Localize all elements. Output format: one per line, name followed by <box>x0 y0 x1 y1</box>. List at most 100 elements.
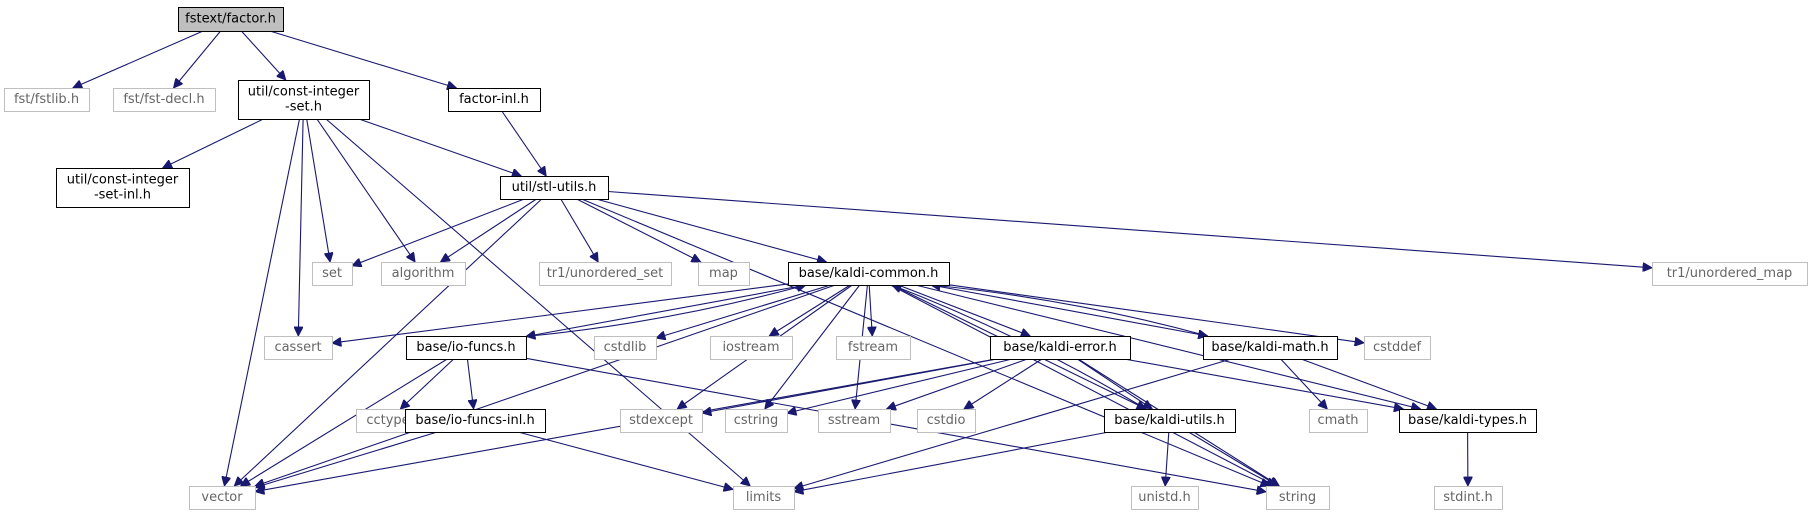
node-box-cisinl <box>56 168 190 208</box>
node-label-algorithm: algorithm <box>392 266 455 281</box>
edge-stl-to-tr1uset <box>560 198 598 262</box>
node-types[interactable]: base/kaldi-types.h <box>1399 409 1537 433</box>
node-fstdecl: fst/fst-decl.h <box>113 88 216 112</box>
node-box-algorithm <box>381 262 466 286</box>
edge-common-to-cstring <box>765 284 861 409</box>
node-cisinl[interactable]: util/const-integer-set-inl.h <box>56 168 190 208</box>
edge-utils-to-limits <box>794 431 1110 492</box>
node-label-iostream: iostream <box>722 340 779 355</box>
edge-stl-to-string <box>581 198 1270 486</box>
node-iofuncsinl[interactable]: base/io-funcs-inl.h <box>405 409 546 433</box>
node-box-vector <box>189 486 256 510</box>
node-label-cmath: cmath <box>1317 413 1358 428</box>
node-fstlib: fst/fstlib.h <box>4 88 90 112</box>
node-label-cisinl-line1: util/const-integer <box>67 173 179 188</box>
node-box-unistd <box>1131 486 1199 510</box>
node-math[interactable]: base/kaldi-math.h <box>1203 336 1338 360</box>
node-vector: vector <box>189 486 256 510</box>
edge-iofuncsinl-to-limits <box>517 431 733 489</box>
node-label-string: string <box>1279 490 1316 505</box>
node-cstddef: cstddef <box>1364 336 1431 360</box>
node-box-common <box>788 262 950 286</box>
node-cis[interactable]: util/const-integer-set.h <box>238 80 370 120</box>
node-label-cisinl-line2: -set-inl.h <box>94 188 151 203</box>
edge-iofuncs-to-vector <box>241 358 448 486</box>
node-tr1umap: tr1/unordered_map <box>1652 262 1808 286</box>
node-box-stdexcept <box>620 409 703 433</box>
node-label-types: base/kaldi-types.h <box>1408 413 1527 428</box>
header-nodes: fstext/factor.h fst/fstlib.h fst/fst-decl.… <box>4 7 1808 510</box>
edge-iofuncs-to-common <box>525 285 806 338</box>
edge-cis-to-cisinl <box>163 118 264 168</box>
node-root[interactable]: fstext/factor.h <box>178 7 284 32</box>
node-label-utils: base/kaldi-utils.h <box>1114 413 1225 428</box>
edge-stl-to-algorithm <box>441 198 537 262</box>
node-box-stl <box>500 176 609 200</box>
node-box-tr1umap <box>1652 262 1808 286</box>
node-box-cmath <box>1309 409 1368 433</box>
edge-stl-to-common <box>595 198 826 262</box>
node-label-cis-line1: util/const-integer <box>248 85 360 100</box>
edge-common-to-error <box>898 284 1030 336</box>
node-unistd: unistd.h <box>1131 486 1199 510</box>
node-label-stl: util/stl-utils.h <box>512 180 597 195</box>
node-label-math: base/kaldi-math.h <box>1211 340 1328 355</box>
node-box-utils <box>1104 409 1236 433</box>
node-common[interactable]: base/kaldi-common.h <box>788 262 950 286</box>
node-box-cstdio <box>917 409 976 433</box>
node-label-stdint: stdint.h <box>1443 490 1492 505</box>
edge-utils-to-string <box>1188 431 1279 486</box>
node-label-fstdecl: fst/fst-decl.h <box>123 92 204 107</box>
edge-common-to-iostream <box>769 284 851 336</box>
node-box-limits <box>733 486 795 510</box>
node-label-tr1umap: tr1/unordered_map <box>1667 266 1793 281</box>
node-box-iofuncs <box>406 336 527 360</box>
node-utils[interactable]: base/kaldi-utils.h <box>1104 409 1236 433</box>
node-label-cis-line2: -set.h <box>285 100 322 115</box>
edge-error-to-cstring <box>787 358 1013 413</box>
edge-iofuncs-to-iofuncsinl <box>466 358 473 409</box>
node-factorinl[interactable]: factor-inl.h <box>448 88 541 112</box>
node-error[interactable]: base/kaldi-error.h <box>990 336 1131 360</box>
edge-common-to-iofuncs <box>526 284 806 337</box>
node-label-map: map <box>709 266 738 281</box>
edge-common-to-cstdlib <box>656 284 831 338</box>
edge-common-to-math <box>930 284 1208 336</box>
edge-root-to-cis <box>240 30 285 80</box>
node-label-root: fstext/factor.h <box>185 12 276 27</box>
node-box-iostream <box>710 336 793 360</box>
node-cassert: cassert <box>264 336 333 360</box>
edge-common-to-vector <box>255 284 836 486</box>
node-cctype: cctype <box>356 409 421 433</box>
edge-common-to-string <box>890 284 1276 487</box>
node-string: string <box>1266 486 1330 510</box>
node-iofuncs[interactable]: base/io-funcs.h <box>406 336 527 360</box>
node-map: map <box>698 262 750 286</box>
node-stl[interactable]: util/stl-utils.h <box>500 176 609 200</box>
edge-cis-to-algorithm <box>316 118 415 262</box>
node-box-stdint <box>1434 486 1503 510</box>
node-box-cstring <box>725 409 788 433</box>
edge-cis-to-cassert <box>298 118 304 336</box>
node-label-factorinl: factor-inl.h <box>459 92 529 107</box>
edge-common-to-types <box>915 284 1420 409</box>
edge-stl-to-vector <box>234 198 543 486</box>
node-label-cstdlib: cstdlib <box>604 340 647 355</box>
edge-error-to-cstdio <box>964 358 1043 409</box>
node-iostream: iostream <box>710 336 793 360</box>
node-label-cctype: cctype <box>366 413 409 428</box>
edge-utils-to-unistd <box>1165 431 1169 486</box>
node-label-limits: limits <box>746 490 782 505</box>
node-label-stdexcept: stdexcept <box>629 413 693 428</box>
node-set: set <box>312 262 353 286</box>
node-box-map <box>698 262 750 286</box>
edge-common-to-cstddef <box>948 284 1364 343</box>
edge-error-to-utils <box>1076 358 1152 409</box>
node-sstream: sstream <box>818 409 891 433</box>
node-label-fstlib: fst/fstlib.h <box>14 92 79 107</box>
node-box-iofuncsinl <box>405 409 546 433</box>
node-box-cstddef <box>1364 336 1431 360</box>
edge-stl-to-map <box>576 198 701 263</box>
node-box-root <box>178 7 284 32</box>
node-algorithm: algorithm <box>381 262 466 286</box>
